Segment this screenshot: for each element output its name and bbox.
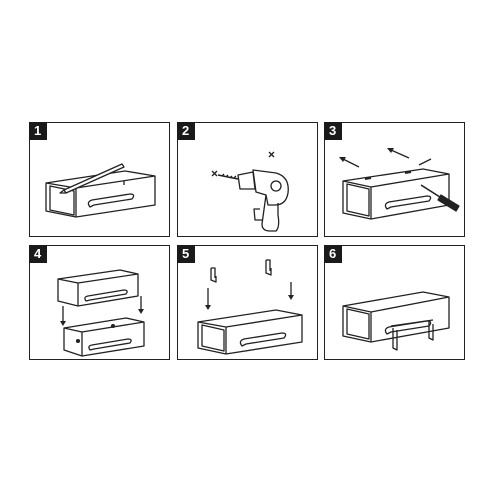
step-6-illustration bbox=[342, 291, 450, 351]
step-number-badge: 2 bbox=[176, 121, 195, 140]
shelf-icon bbox=[342, 291, 450, 343]
step-5-illustration bbox=[197, 259, 303, 355]
arrow-icon bbox=[60, 296, 144, 326]
step-number-badge: 5 bbox=[176, 244, 195, 263]
step-number-badge: 3 bbox=[323, 121, 342, 140]
lower-shelf-icon bbox=[63, 317, 145, 357]
step-number-badge: 1 bbox=[28, 121, 47, 140]
drill-icon bbox=[217, 169, 289, 232]
step-number-badge: 6 bbox=[323, 244, 342, 263]
upper-shelf-icon bbox=[57, 269, 139, 307]
step-4-illustration bbox=[57, 269, 145, 357]
pencil-icon bbox=[59, 163, 125, 194]
mark-x-icon bbox=[211, 151, 275, 177]
step-number-badge: 4 bbox=[28, 244, 47, 263]
step-3-illustration bbox=[339, 148, 460, 220]
step-1-illustration bbox=[45, 163, 156, 218]
shelf-icon bbox=[342, 168, 450, 220]
shelf-icon bbox=[197, 309, 303, 355]
step-panel-6: 6 bbox=[323, 244, 465, 360]
step-panel-1: 1 bbox=[28, 121, 170, 237]
step-2-illustration bbox=[211, 151, 289, 232]
step-panel-3: 3 bbox=[323, 121, 465, 237]
screwdriver-icon bbox=[420, 184, 460, 212]
step-panel-5: 5 bbox=[176, 244, 318, 360]
step-panel-2: 2 bbox=[176, 121, 318, 237]
arrow-icon bbox=[205, 282, 294, 310]
arrow-icon bbox=[339, 148, 432, 168]
step-panel-4: 4 bbox=[28, 244, 170, 360]
towel-bar-icon bbox=[390, 319, 434, 351]
hook-icon bbox=[210, 259, 272, 283]
